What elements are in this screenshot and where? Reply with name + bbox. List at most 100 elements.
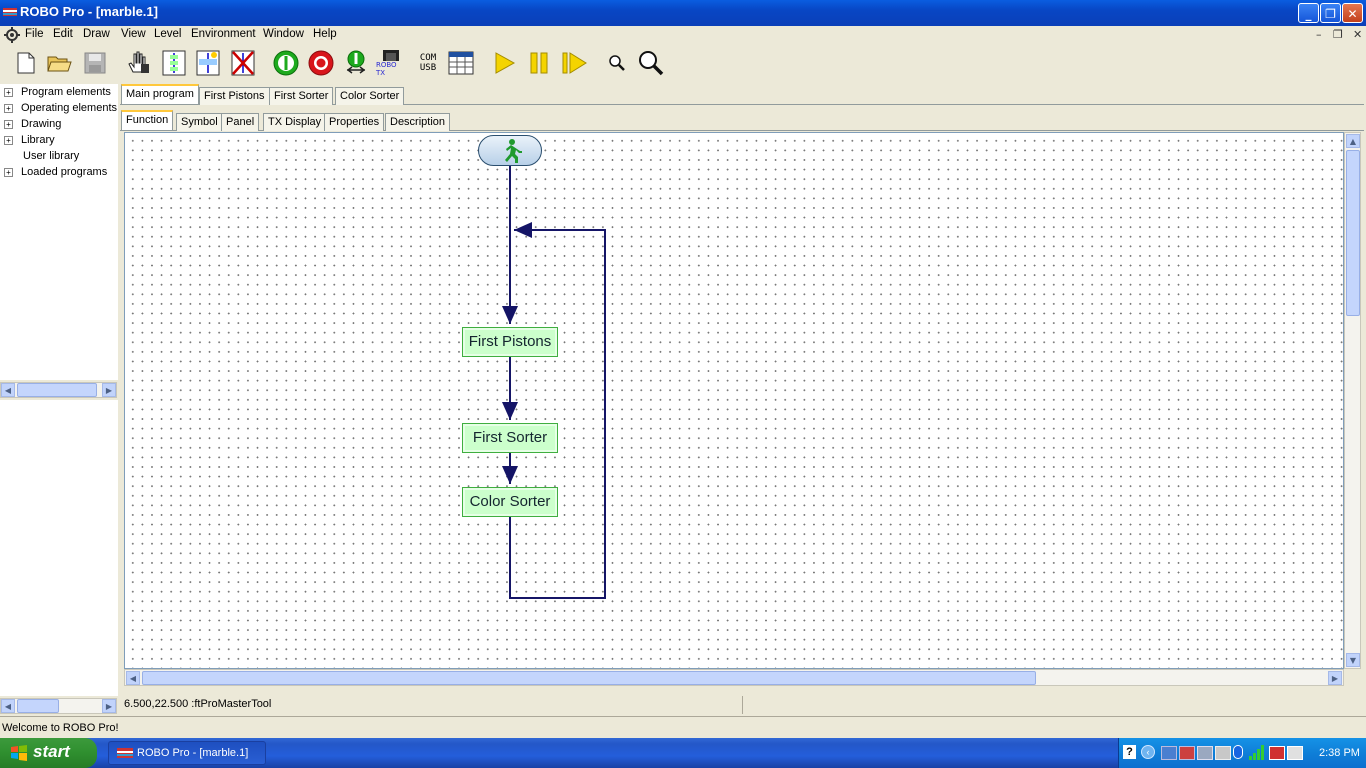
new-file-icon[interactable]: [12, 49, 40, 77]
delete-subprogram-icon[interactable]: [229, 49, 257, 77]
scroll-right-icon[interactable]: ▶: [1328, 671, 1342, 685]
menu-window[interactable]: Window: [263, 28, 304, 40]
network-status-icon[interactable]: [1179, 746, 1195, 760]
document-gear-icon[interactable]: [4, 27, 20, 43]
network-icon[interactable]: [1161, 746, 1177, 760]
tree-item-user-library[interactable]: User library: [4, 148, 79, 164]
welcome-message: Welcome to ROBO Pro!: [2, 722, 119, 734]
download-icon[interactable]: [342, 49, 370, 77]
start-program-icon[interactable]: [272, 49, 300, 77]
open-folder-icon[interactable]: [46, 49, 74, 77]
new-subprogram-icon[interactable]: [194, 49, 222, 77]
clock[interactable]: 2:38 PM: [1319, 747, 1360, 759]
help-icon[interactable]: ?: [1123, 745, 1136, 759]
scroll-left-icon[interactable]: ◀: [126, 671, 140, 685]
app-icon[interactable]: [3, 6, 17, 18]
subprogram-icon[interactable]: [160, 49, 188, 77]
tab-function[interactable]: Function: [121, 110, 174, 130]
tree-item-label: Operating elements: [21, 102, 117, 114]
tab-first-pistons[interactable]: First Pistons: [199, 87, 270, 105]
menu-draw[interactable]: Draw: [83, 28, 110, 40]
tab-main-program[interactable]: Main program: [121, 84, 199, 104]
canvas-horizontal-scrollbar[interactable]: ◀ ▶: [124, 669, 1344, 686]
menu-environment[interactable]: Environment: [191, 28, 256, 40]
expand-icon[interactable]: +: [4, 167, 13, 177]
menu-level[interactable]: Level: [154, 28, 182, 40]
tab-description[interactable]: Description: [385, 113, 451, 131]
scroll-down-icon[interactable]: ▼: [1346, 653, 1360, 667]
bluetooth-icon[interactable]: [1233, 745, 1243, 759]
zoom-out-icon[interactable]: [603, 49, 631, 77]
zoom-in-icon[interactable]: [637, 49, 665, 77]
scroll-left-icon[interactable]: ◀: [1, 383, 15, 397]
taskbar-item-robo-pro[interactable]: ROBO Pro - [marble.1]: [108, 741, 266, 765]
com-label: COM: [419, 53, 437, 63]
window-title: ROBO Pro - [marble.1]: [20, 4, 158, 19]
tree-item-label: Loaded programs: [21, 166, 108, 178]
scroll-thumb[interactable]: [142, 671, 1036, 685]
tab-first-sorter[interactable]: First Sorter: [269, 87, 334, 105]
menu-view[interactable]: View: [121, 28, 146, 40]
mdi-restore-button[interactable]: ❐: [1333, 28, 1343, 41]
robotx-icon[interactable]: ROBO TX: [376, 49, 406, 77]
separator: [0, 716, 1366, 717]
play-icon[interactable]: [490, 49, 518, 77]
robotx-label: ROBO TX: [376, 61, 397, 77]
panel-table-icon[interactable]: [447, 49, 475, 77]
title-bar: ROBO Pro - [marble.1] _ ❐ ✕: [0, 0, 1366, 26]
tab-panel[interactable]: Panel: [221, 113, 260, 131]
safely-remove-icon[interactable]: [1287, 746, 1303, 760]
program-canvas[interactable]: [124, 132, 1344, 669]
canvas-vertical-scrollbar[interactable]: ▲ ▼: [1344, 132, 1361, 669]
mdi-close-button[interactable]: ✕: [1353, 28, 1363, 41]
minimize-button[interactable]: _: [1298, 3, 1319, 23]
tab-properties[interactable]: Properties: [324, 113, 385, 131]
walking-man-icon: [505, 139, 522, 163]
scroll-thumb[interactable]: [17, 383, 97, 397]
tree-item-operating-elements[interactable]: + Operating elements: [4, 100, 117, 116]
com-usb-icon[interactable]: COM USB: [414, 49, 442, 77]
display-icon[interactable]: [1197, 746, 1213, 760]
signal-strength-icon[interactable]: [1249, 745, 1265, 760]
scroll-right-icon[interactable]: ▶: [102, 383, 116, 397]
pause-icon[interactable]: [525, 49, 553, 77]
properties-pane: [0, 400, 118, 696]
menu-edit[interactable]: Edit: [53, 28, 73, 40]
tree-item-label: Program elements: [21, 86, 111, 98]
tree-item-drawing[interactable]: +Drawing: [4, 116, 61, 132]
alert-icon[interactable]: [1269, 746, 1285, 760]
hand-tool-icon[interactable]: [124, 49, 152, 77]
subprogram-first-sorter[interactable]: First Sorter: [462, 423, 558, 453]
stop-program-icon[interactable]: [307, 49, 335, 77]
tree-horizontal-scrollbar[interactable]: ◀ ▶: [0, 382, 117, 398]
step-icon[interactable]: [560, 49, 588, 77]
status-divider: [742, 696, 743, 714]
scroll-left-icon[interactable]: ◀: [1, 699, 15, 713]
save-icon[interactable]: [81, 49, 109, 77]
expand-icon[interactable]: +: [4, 103, 13, 113]
scroll-thumb[interactable]: [1346, 150, 1360, 316]
menu-file[interactable]: File: [25, 28, 44, 40]
start-block[interactable]: [478, 135, 542, 166]
tree-item-library[interactable]: +Library: [4, 132, 55, 148]
start-button[interactable]: start: [0, 738, 97, 768]
subprogram-first-pistons[interactable]: First Pistons: [462, 327, 558, 357]
tab-color-sorter[interactable]: Color Sorter: [335, 87, 405, 105]
device-icon[interactable]: [1215, 746, 1231, 760]
scroll-up-icon[interactable]: ▲: [1346, 134, 1360, 148]
maximize-button[interactable]: ❐: [1320, 3, 1341, 23]
close-button[interactable]: ✕: [1342, 3, 1363, 23]
scroll-right-icon[interactable]: ▶: [102, 699, 116, 713]
scroll-thumb[interactable]: [17, 699, 59, 713]
properties-horizontal-scrollbar[interactable]: ◀ ▶: [0, 698, 117, 714]
tree-item-loaded-programs[interactable]: + Loaded programs: [4, 164, 107, 180]
expand-icon[interactable]: +: [4, 135, 13, 145]
mdi-minimize-button[interactable]: –: [1316, 28, 1322, 41]
subprogram-color-sorter[interactable]: Color Sorter: [462, 487, 558, 517]
tree-item-program-elements[interactable]: + Program elements: [4, 84, 111, 100]
show-hidden-icons-icon[interactable]: ‹: [1141, 745, 1155, 759]
expand-icon[interactable]: +: [4, 87, 13, 97]
expand-icon[interactable]: +: [4, 119, 13, 129]
menu-help[interactable]: Help: [313, 28, 337, 40]
